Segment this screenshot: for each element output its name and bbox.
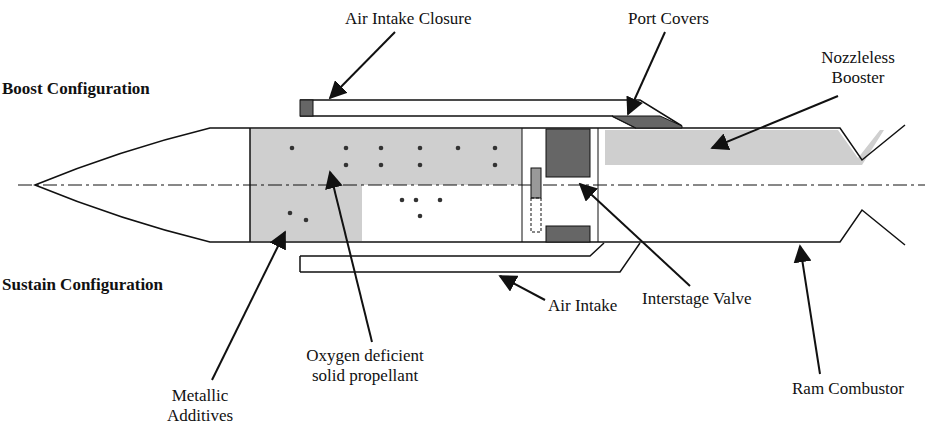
part-label: Metallic Additives bbox=[150, 386, 250, 426]
part-label: Ram Combustor bbox=[792, 379, 904, 399]
part-label: Boost Configuration bbox=[2, 79, 150, 99]
part-label: Oxygen deficient solid propellant bbox=[290, 346, 440, 386]
interstage-valve bbox=[546, 129, 590, 177]
valve-plug bbox=[531, 168, 541, 198]
intake-closure bbox=[300, 100, 313, 116]
interstage-valve bbox=[546, 226, 590, 242]
nose-cone bbox=[35, 128, 250, 242]
part-label: Air Intake Closure bbox=[345, 9, 472, 29]
metallic-additive-dots bbox=[288, 146, 498, 223]
part-label: Port Covers bbox=[628, 9, 709, 29]
body-lower bbox=[250, 210, 905, 245]
leader-lines bbox=[212, 32, 838, 380]
part-label: Air Intake bbox=[548, 296, 617, 316]
centre-axis bbox=[18, 185, 925, 186]
part-label: Interstage Valve bbox=[642, 289, 752, 309]
port-cover bbox=[612, 116, 682, 128]
propellant-upper bbox=[250, 129, 522, 185]
air-intake-upper bbox=[300, 100, 682, 128]
valve-plug-open bbox=[531, 198, 541, 232]
part-label: Sustain Configuration bbox=[2, 275, 163, 295]
part-label: Nozzleless Booster bbox=[808, 48, 908, 88]
air-intake-lip bbox=[299, 256, 301, 272]
